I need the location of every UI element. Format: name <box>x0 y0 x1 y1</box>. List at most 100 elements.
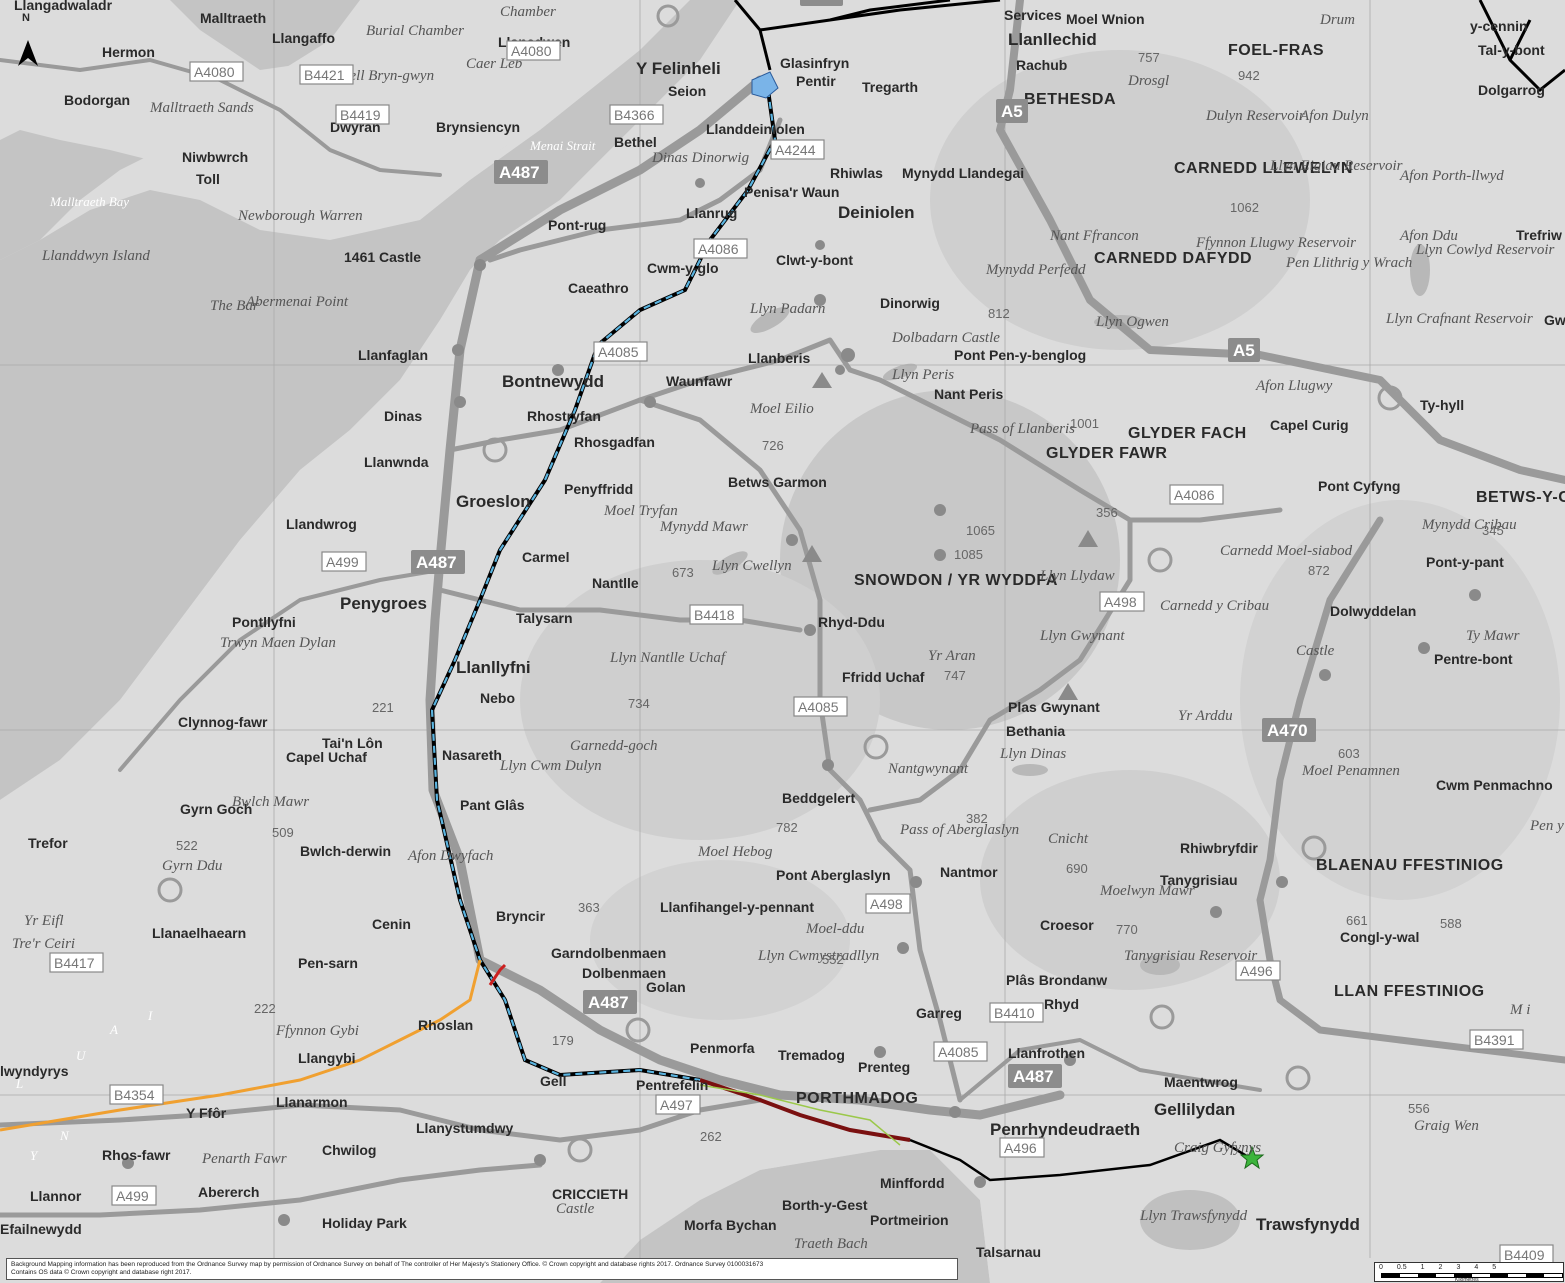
place-label-llyn-crafnant: Llyn Crafnant Reservoir <box>1385 311 1533 327</box>
place-label-bethania: Bethania <box>1006 723 1065 739</box>
place-label-newborough-warren: Newborough Warren <box>237 208 363 224</box>
peak-height-p757: 757 <box>1138 50 1160 65</box>
road-shield-a4085-n <box>593 341 648 362</box>
route-red-short <box>488 963 507 986</box>
place-label-carnedd-moel-siabod: Carnedd Moel-siabod <box>1220 543 1353 559</box>
place-label-craig-gyfynys: Craig Gyfynys <box>1174 1140 1261 1156</box>
place-label-llanystumdwy: Llanystumdwy <box>416 1120 513 1136</box>
place-label-betws-garmon: Betws Garmon <box>728 474 827 490</box>
place-label-llangaffo: Llangaffo <box>272 30 335 46</box>
road-shield-b4419 <box>335 104 390 125</box>
place-label-pontllyfni: Pontllyfni <box>232 614 296 630</box>
place-label-yr-eifl: Yr Eifl <box>24 913 64 929</box>
sea-area-menai <box>0 0 740 800</box>
place-label-llwyndyrys: lwyndyrys <box>0 1063 69 1079</box>
peak-height-p1085: 1085 <box>954 547 983 562</box>
place-label-llyn-padarn: Llyn Padarn <box>749 301 825 317</box>
place-label-plas-brondanw: Plâs Brondanw <box>1006 972 1107 988</box>
road-shield-a4085-se <box>933 1041 988 1062</box>
place-label-pant-glas: Pant Glâs <box>460 797 525 813</box>
land-anglesey <box>0 0 640 200</box>
place-label-congl-y-wal: Congl-y-wal <box>1340 929 1419 945</box>
trunk-shield-a487-m <box>411 550 465 574</box>
road-shield-a498-s <box>865 893 911 914</box>
place-label-tal-y-bont: Tal-y-bont <box>1478 42 1545 58</box>
place-label-bryncir: Bryncir <box>496 908 546 924</box>
peak-height-p345: 345 <box>1482 523 1504 538</box>
place-label-tanygrisiau-reservoir: Tanygrisiau Reservoir <box>1124 948 1257 964</box>
trunk-label-a5-e: A5 <box>1233 341 1255 360</box>
place-label-bodorgan: Bodorgan <box>64 92 130 108</box>
place-label-hermon: Hermon <box>102 44 155 60</box>
place-label-blaenau-ffestiniog: BLAENAU FFESTINIOG <box>1316 857 1504 874</box>
road-shield-a4086-e <box>1169 484 1224 505</box>
destination-star-icon[interactable] <box>1239 1145 1265 1170</box>
place-label-castle-dolwyddelan: Castle <box>1296 643 1335 659</box>
lake-peris <box>882 363 918 381</box>
road-label-b4391: B4391 <box>1474 1032 1515 1048</box>
road-label-a498-n: A498 <box>1104 594 1137 610</box>
place-label-brynsiencyn: Brynsiencyn <box>436 119 520 135</box>
place-label-mi: M i <box>1509 1002 1530 1018</box>
road-labels: A4080A4080A4244A4086A4085A499A498A4086A4… <box>49 40 1554 1265</box>
place-label-rhostryfan: Rhostryfan <box>527 408 601 424</box>
place-label-trefriw: Trefriw <box>1516 227 1562 243</box>
lake-padarn <box>750 307 790 333</box>
place-label-dolbadarn-castle: Dolbadarn Castle <box>891 330 1000 346</box>
road-label-a497: A497 <box>660 1097 693 1113</box>
place-label-llanberis: Llanberis <box>748 350 810 366</box>
copyright-line-1: Background Mapping information has been … <box>11 1261 764 1268</box>
place-label-llanllyfni: Llanllyfni <box>456 658 531 677</box>
road-label-a499-s: A499 <box>116 1188 149 1204</box>
route-green <box>699 1084 901 1146</box>
place-label-gwy: Gwy <box>1544 312 1565 328</box>
place-label-pass-of-llanberis: Pass of Llanberis <box>969 421 1075 437</box>
place-label-beddgelert: Beddgelert <box>782 790 855 806</box>
place-label-lleyn-y: Y <box>30 1148 39 1163</box>
road-label-a496-e: A496 <box>1004 1140 1037 1156</box>
scale-tick-1: 0.5 <box>1396 1264 1407 1271</box>
place-label-llyn-cowlyd: Llyn Cowlyd Reservoir <box>1415 242 1554 258</box>
place-label-afon-dulyn: Afon Dulyn <box>1299 108 1369 124</box>
road-label-b4418: B4418 <box>694 607 735 623</box>
peak-height-p356: 356 <box>1096 505 1118 520</box>
place-label-rhyd: Rhyd <box>1044 996 1079 1012</box>
place-label-nantlle: Nantlle <box>592 575 639 591</box>
road-label-b4419: B4419 <box>340 107 381 123</box>
peak-height-p556: 556 <box>1408 1101 1430 1116</box>
place-label-morfa-bychan: Morfa Bychan <box>684 1217 777 1233</box>
place-label-abererch: Abererch <box>198 1184 259 1200</box>
place-label-pont-y-pant: Pont-y-pant <box>1426 554 1504 570</box>
road-shield-a4244 <box>770 139 825 160</box>
upland-east <box>1240 500 1560 900</box>
junction-marker-icon[interactable] <box>751 71 779 99</box>
road-label-b4409: B4409 <box>1504 1247 1545 1263</box>
place-label-rhiwlas: Rhiwlas <box>830 165 883 181</box>
place-label-llanddeiniolen: Llanddeiniolen <box>706 121 805 137</box>
scale-tick-4: 3 <box>1456 1264 1461 1271</box>
place-label-criccieth: CRICCIETH <box>552 1186 628 1202</box>
road-shield-b4421 <box>299 64 354 85</box>
place-label-pentre-bont: Pentre-bont <box>1434 651 1513 667</box>
scale-tick-6: 5 <box>1492 1264 1497 1271</box>
road-label-b4366: B4366 <box>614 107 655 123</box>
place-label-carnedd-dafydd: CARNEDD DAFYDD <box>1094 250 1252 267</box>
place-label-llan-ffestiniog: LLAN FFESTINIOG <box>1334 983 1485 1000</box>
place-label-llanarmon: Llanarmon <box>276 1094 348 1110</box>
peak-labels: 7579421062812726673100135610651085345872… <box>176 50 1504 1144</box>
upland-moel-hebog <box>590 860 850 1020</box>
place-label-garndolbenmaen: Garndolbenmaen <box>551 945 666 961</box>
place-label-malltraeth-sands: Malltraeth Sands <box>149 100 254 116</box>
peak-height-p179: 179 <box>552 1033 574 1048</box>
place-label-bwlch-derwin: Bwlch-derwin <box>300 843 391 859</box>
place-label-llyn-llydaw: Llyn Llydaw <box>1039 568 1115 584</box>
place-label-cwm-penmachno: Cwm Penmachno <box>1436 777 1553 793</box>
place-label-pont-pen-y-benglog: Pont Pen-y-benglog <box>954 347 1086 363</box>
place-label-llyn-gwynant: Llyn Gwynant <box>1039 628 1125 644</box>
peak-height-p812: 812 <box>988 306 1010 321</box>
place-label-glyder-fawr: GLYDER FAWR <box>1046 445 1167 462</box>
place-label-tanygrisiau: Tanygrisiau <box>1160 872 1238 888</box>
place-label-foel-fras: FOEL-FRAS <box>1228 42 1324 59</box>
place-label-pass-of-aberglaslyn: Pass of Aberglaslyn <box>899 822 1019 838</box>
